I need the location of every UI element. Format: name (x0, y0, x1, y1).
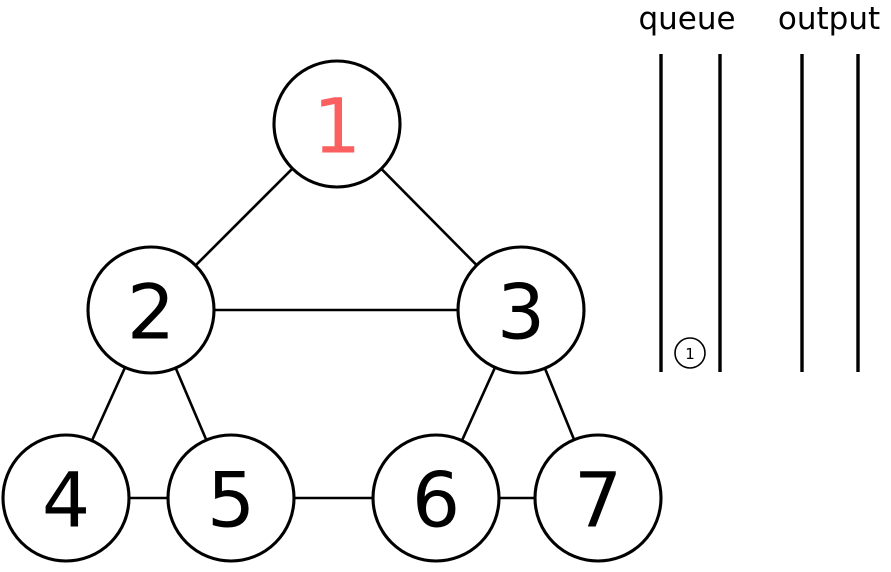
node-circle-6 (371, 433, 501, 563)
panel-heading-output: output (778, 1, 880, 37)
panel-heading-queue: queue (638, 1, 735, 37)
node-circle-5 (166, 433, 296, 563)
queue-item-label-1: 1 (685, 345, 695, 363)
graph-node-7[interactable]: 7 (533, 433, 663, 563)
node-label-1: 1 (313, 82, 361, 171)
panel-queue: queue 1 (638, 1, 736, 372)
graph-edge-1-3 (380, 167, 478, 267)
node-label-2: 2 (127, 268, 175, 357)
queue-item-1[interactable]: 1 (674, 337, 706, 369)
graph-edge-2-4 (90, 366, 127, 442)
node-circle-1 (272, 59, 402, 189)
graph-node-4[interactable]: 4 (1, 433, 131, 563)
node-circle-7 (533, 433, 663, 563)
graph-node-6[interactable]: 6 (371, 433, 501, 563)
graph-edge-3-7 (543, 367, 576, 441)
node-label-7: 7 (574, 456, 622, 545)
edges-layer (90, 167, 576, 500)
graph-edge-1-2 (194, 167, 294, 267)
nodes-layer: 1 2 3 4 5 6 7 (1, 59, 663, 563)
node-circle-4 (1, 433, 131, 563)
graph-node-5[interactable]: 5 (166, 433, 296, 563)
graph-edge-3-6 (460, 366, 497, 442)
node-label-5: 5 (207, 456, 255, 545)
graph-node-2[interactable]: 2 (86, 245, 216, 375)
node-circle-3 (456, 245, 586, 375)
node-label-4: 4 (42, 456, 90, 545)
node-label-3: 3 (497, 268, 545, 357)
node-label-6: 6 (412, 456, 460, 545)
graph-node-1[interactable]: 1 (272, 59, 402, 189)
panels-layer: queue 1 output (638, 1, 880, 372)
graph-node-3[interactable]: 3 (456, 245, 586, 375)
panel-output: output (778, 1, 880, 372)
node-circle-2 (86, 245, 216, 375)
graph-edge-2-5 (174, 367, 208, 441)
queue-item-circle-1 (674, 337, 706, 369)
